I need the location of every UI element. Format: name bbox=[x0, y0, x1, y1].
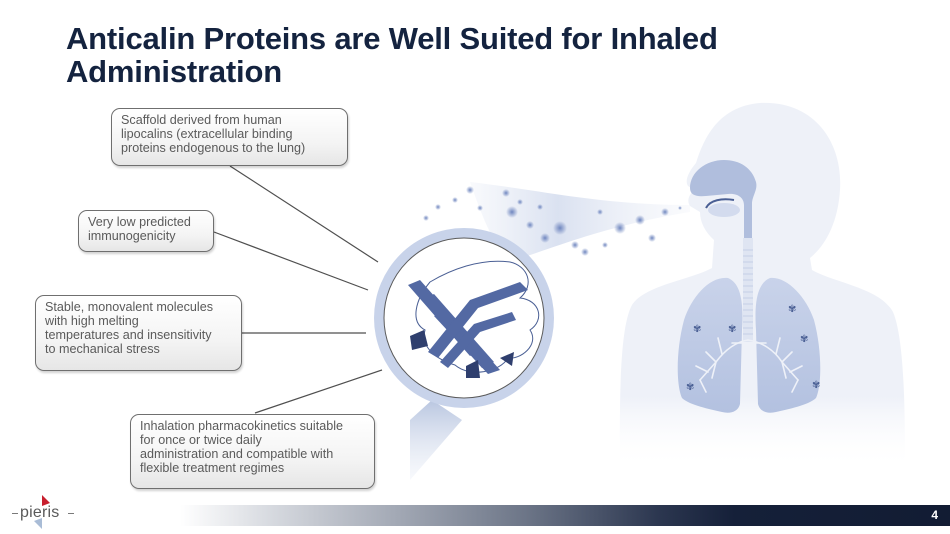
svg-text:✾: ✾ bbox=[788, 304, 796, 315]
callout-scaffold: Scaffold derived from human lipocalins (… bbox=[111, 108, 348, 166]
callout-immunogenicity: Very low predicted immunogenicity bbox=[78, 210, 214, 252]
callout-text: Stable, monovalent molecules bbox=[45, 300, 214, 314]
pieris-logo: pieris bbox=[12, 494, 82, 530]
svg-text:✾: ✾ bbox=[728, 324, 736, 335]
logo-dash-left bbox=[12, 513, 18, 515]
page-number: 4 bbox=[931, 508, 938, 522]
footer-bar: 4 bbox=[180, 505, 950, 526]
callout-text: Scaffold derived from human bbox=[121, 113, 282, 127]
svg-text:✾: ✾ bbox=[800, 334, 808, 345]
callout-text: Inhalation pharmacokinetics suitable bbox=[140, 419, 344, 433]
logo-dash-right bbox=[68, 513, 74, 515]
connector-lines bbox=[213, 165, 383, 414]
callout-text: temperatures and insensitivity bbox=[45, 328, 212, 342]
callout-text: immunogenicity bbox=[88, 229, 176, 243]
magnifying-glass-icon bbox=[374, 228, 554, 480]
callout-text: administration and compatible with bbox=[140, 447, 334, 461]
protein-structure-icon bbox=[408, 260, 540, 378]
callout-text: to mechanical stress bbox=[45, 342, 160, 356]
callout-pharmacokinetics: Inhalation pharmacokinetics suitable for… bbox=[130, 414, 375, 489]
callout-text: flexible treatment regimes bbox=[140, 461, 285, 475]
callout-text: with high melting bbox=[45, 314, 139, 328]
callout-stability: Stable, monovalent molecules with high m… bbox=[35, 295, 242, 371]
logo-mark-icon bbox=[34, 495, 50, 529]
svg-text:✾: ✾ bbox=[693, 324, 701, 335]
callout-text: lipocalins (extracellular binding bbox=[121, 127, 293, 141]
lungs-icon: ✾ ✾ ✾ ✾ ✾ ✾ bbox=[677, 277, 820, 413]
logo-text: pieris bbox=[20, 504, 60, 521]
callout-text: for once or twice daily bbox=[140, 433, 262, 447]
airway-icon bbox=[690, 160, 757, 342]
aerosol-particles-icon bbox=[423, 182, 690, 262]
callout-text: Very low predicted bbox=[88, 215, 191, 229]
slide-title-line-2: Administration bbox=[66, 54, 282, 89]
callout-text: proteins endogenous to the lung) bbox=[121, 141, 306, 155]
svg-text:✾: ✾ bbox=[686, 382, 694, 393]
svg-text:✾: ✾ bbox=[812, 380, 820, 391]
slide-title: Anticalin Proteins are Well Suited for I… bbox=[66, 22, 826, 88]
slide-title-line-1: Anticalin Proteins are Well Suited for I… bbox=[66, 21, 718, 56]
